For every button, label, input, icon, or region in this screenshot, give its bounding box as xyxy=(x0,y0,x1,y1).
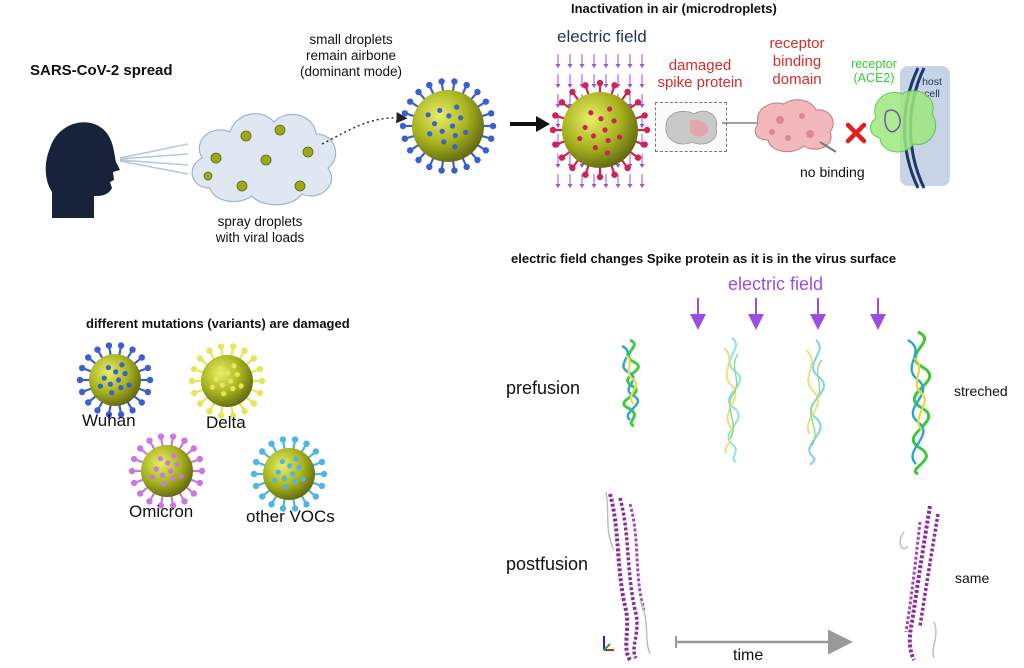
variant-label-other-vocs: other VOCs xyxy=(246,507,335,526)
prefusion-structure-step-1 xyxy=(723,337,742,463)
variant-label-delta: Delta xyxy=(206,413,246,432)
prefusion-structure-stretched xyxy=(907,330,932,476)
postfusion-structure-initial xyxy=(603,491,651,662)
prefusion-structure-initial xyxy=(621,338,640,428)
variant-label-omicron: Omicron xyxy=(129,502,194,521)
time-label: time xyxy=(733,647,764,664)
progression-arrow xyxy=(510,116,550,132)
spike-protein-gray-icon xyxy=(665,110,718,145)
time-arrow xyxy=(675,629,853,655)
spike-field-label: electric field xyxy=(728,274,824,294)
inactivation-title: Inactivation in air (microdroplets) xyxy=(571,1,777,16)
small-droplets-label: small droplets remain airbone (dominant … xyxy=(299,32,403,80)
postfusion-label: postfusion xyxy=(506,554,589,574)
virus-blue-spikes-icon xyxy=(399,78,497,174)
postfusion-structure-final xyxy=(899,505,940,661)
prefusion-label: prefusion xyxy=(506,378,581,398)
virus-cyan-spikes-icon xyxy=(250,436,328,512)
zoom-connector-line xyxy=(722,122,760,124)
spread-title: SARS-CoV-2 spread xyxy=(30,62,173,79)
person-head-icon xyxy=(45,122,120,218)
spike-changes-title: electric field changes Spike protein as … xyxy=(511,251,897,266)
postfusion-result-label: same xyxy=(955,570,990,586)
damaged-spike-label: damaged spike protein xyxy=(657,57,743,92)
variants-title: different mutations (variants) are damag… xyxy=(86,316,350,331)
virus-damaged-spikes-icon xyxy=(549,79,651,181)
ace2-receptor-icon xyxy=(870,90,937,153)
rbd-label: receptor binding domain xyxy=(769,35,825,88)
spray-droplet-cloud-icon xyxy=(191,113,337,206)
no-binding-x-icon xyxy=(845,122,867,144)
spray-droplets-label: spray droplets with viral loads xyxy=(215,214,305,246)
variant-label-wuhan: Wuhan xyxy=(82,411,136,430)
airborne-path-arrow xyxy=(321,112,408,145)
prefusion-result-label: streched xyxy=(954,383,1008,399)
virus-blue-spikes-icon xyxy=(76,342,154,418)
receptor-label: receptor (ACE2) xyxy=(851,57,897,86)
prefusion-structure-step-2 xyxy=(805,339,825,465)
receptor-binding-domain-icon xyxy=(754,99,837,153)
exhale-lines-icon xyxy=(119,143,189,175)
electric-field-arrows xyxy=(690,298,886,330)
virus-yellow-spikes-icon xyxy=(188,343,266,419)
inactivation-field-label: electric field xyxy=(557,27,647,46)
virus-violet-spikes-icon xyxy=(128,433,206,509)
host-cell-label: host cell xyxy=(922,76,942,100)
no-binding-label: no binding xyxy=(800,164,865,180)
